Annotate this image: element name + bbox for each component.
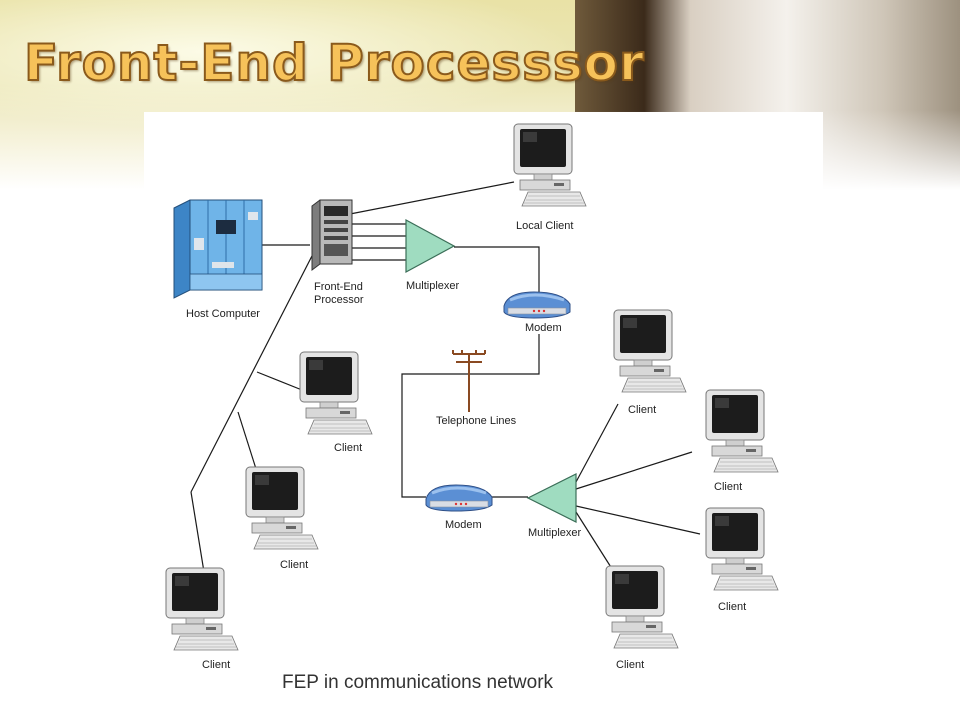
multiplexer-bottom-label: Multiplexer — [528, 527, 582, 539]
multiplexer-top-label: Multiplexer — [406, 280, 460, 292]
slide-title: Front-End Processsor — [23, 33, 645, 93]
front-end-processor-icon — [311, 199, 353, 271]
network-diagram: Host Computer Front-End Processor Local … — [144, 112, 823, 682]
modem-bottom-label: Modem — [445, 519, 482, 531]
client-right-4-label: Client — [616, 659, 644, 671]
modem-bottom-icon — [424, 483, 494, 513]
client-left-2-computer-icon — [245, 466, 319, 550]
host-computer-label: Host Computer — [186, 308, 260, 320]
client-right-3-computer-icon — [705, 507, 779, 591]
client-left-1-label: Client — [334, 442, 362, 454]
host-computer-icon — [173, 199, 263, 299]
client-left-3-computer-icon — [165, 567, 239, 651]
client-right-2-label: Client — [714, 481, 742, 493]
client-left-2-label: Client — [280, 559, 308, 571]
client-right-2-computer-icon — [705, 389, 779, 473]
figure-caption: FEP in communications network — [282, 672, 554, 693]
local-client-computer-icon — [513, 123, 587, 207]
banner-glow — [0, 0, 580, 130]
multiplexer-bottom-icon — [526, 473, 577, 523]
modem-top-icon — [502, 290, 572, 320]
client-right-4-computer-icon — [605, 565, 679, 649]
client-left-1-computer-icon — [299, 351, 373, 435]
multiplexer-top-icon — [405, 218, 456, 274]
front-end-processor-label-line1: Front-End — [314, 281, 363, 293]
client-right-1-computer-icon — [613, 309, 687, 393]
modem-top-label: Modem — [525, 322, 562, 334]
network-links — [190, 181, 701, 573]
telephone-lines-label: Telephone Lines — [436, 415, 517, 427]
client-right-3-label: Client — [718, 601, 746, 613]
local-client-label: Local Client — [516, 220, 573, 232]
front-end-processor-label-line2: Processor — [314, 294, 364, 306]
client-left-3-label: Client — [202, 659, 230, 671]
client-right-1-label: Client — [628, 404, 656, 416]
telephone-pole-icon — [452, 350, 486, 412]
